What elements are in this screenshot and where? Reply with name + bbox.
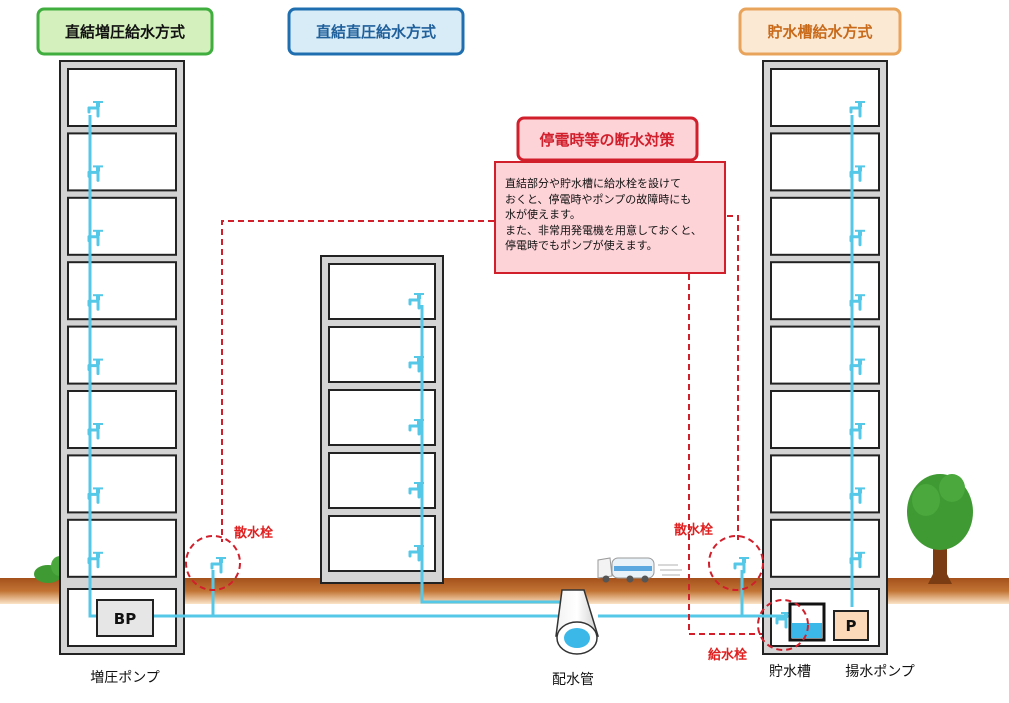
floor-unit	[770, 390, 880, 449]
outage-note-line: 直結部分や貯水槽に給水栓を設けて	[505, 177, 681, 190]
floor-unit	[328, 263, 436, 320]
header-tank-text: 貯水槽給水方式	[767, 23, 872, 41]
outage-title-badge: 停電時等の断水対策	[516, 116, 699, 162]
main-pipe-label: 配水管	[552, 672, 594, 688]
header-direct-text: 直結直圧給水方式	[316, 23, 436, 41]
outage-note: 直結部分や貯水槽に給水栓を設けて おくと、停電時やポンプの故障時にも 水が使えま…	[494, 161, 726, 274]
header-tank: 貯水槽給水方式	[738, 7, 902, 56]
floor-unit	[67, 68, 177, 127]
sprinkler-left-highlight	[185, 535, 241, 591]
faucet-icon	[210, 555, 228, 574]
floor-unit	[770, 132, 880, 192]
floor-unit	[770, 518, 880, 578]
floor-unit	[328, 515, 436, 572]
building-booster	[59, 60, 185, 655]
main-pipe-icon	[555, 589, 600, 655]
sprinkler-left-label: 散水栓	[234, 525, 273, 541]
storage-tank-label: 貯水槽	[769, 664, 811, 680]
booster-pump-label: 増圧ポンプ	[90, 670, 160, 686]
floor-unit	[67, 390, 177, 449]
floor-unit	[67, 132, 177, 192]
floor-unit	[67, 196, 177, 256]
floor-unit	[770, 261, 880, 321]
header-booster-text: 直結増圧給水方式	[65, 23, 185, 41]
outage-title: 停電時等の断水対策	[539, 131, 675, 149]
floor-unit	[770, 68, 880, 127]
outage-note-line: また、非常用発電機を用意しておくと、	[505, 223, 702, 237]
tree-icon	[907, 474, 973, 584]
outage-callout-lines	[221, 215, 762, 635]
supply-tap-highlight	[757, 599, 809, 651]
outage-note-line: おくと、停電時やポンプの故障時にも	[505, 192, 692, 206]
lift-pump-label: 揚水ポンプ	[845, 663, 915, 680]
floor-unit	[67, 454, 177, 514]
water-pipes	[88, 115, 854, 618]
p-box-label: P	[846, 617, 857, 635]
outage-note-line: 停電時でもポンプが使えます。	[505, 239, 658, 252]
building-tank	[762, 60, 888, 655]
booster-pump-box: BP	[96, 599, 154, 637]
header-booster: 直結増圧給水方式	[36, 7, 214, 56]
floor-unit	[67, 325, 177, 385]
bp-box-label: BP	[114, 610, 136, 628]
floor-unit	[67, 518, 177, 578]
header-direct: 直結直圧給水方式	[287, 7, 465, 56]
floor-unit	[770, 196, 880, 256]
sprinkler-right-label: 散水栓	[674, 522, 713, 538]
floor-unit	[328, 452, 436, 509]
outage-note-line: 水が使えます。	[505, 208, 581, 221]
faucet-icon	[733, 555, 751, 574]
floor-unit	[770, 325, 880, 385]
supply-tap-label: 給水栓	[708, 647, 747, 663]
sprinkler-right-highlight	[708, 535, 764, 591]
floor-unit	[328, 326, 436, 383]
floor-unit	[67, 261, 177, 321]
lift-pump-box: P	[833, 610, 869, 641]
floor-unit	[770, 454, 880, 514]
building-direct	[320, 255, 444, 584]
floor-unit	[328, 389, 436, 446]
water-truck-icon	[597, 557, 682, 583]
